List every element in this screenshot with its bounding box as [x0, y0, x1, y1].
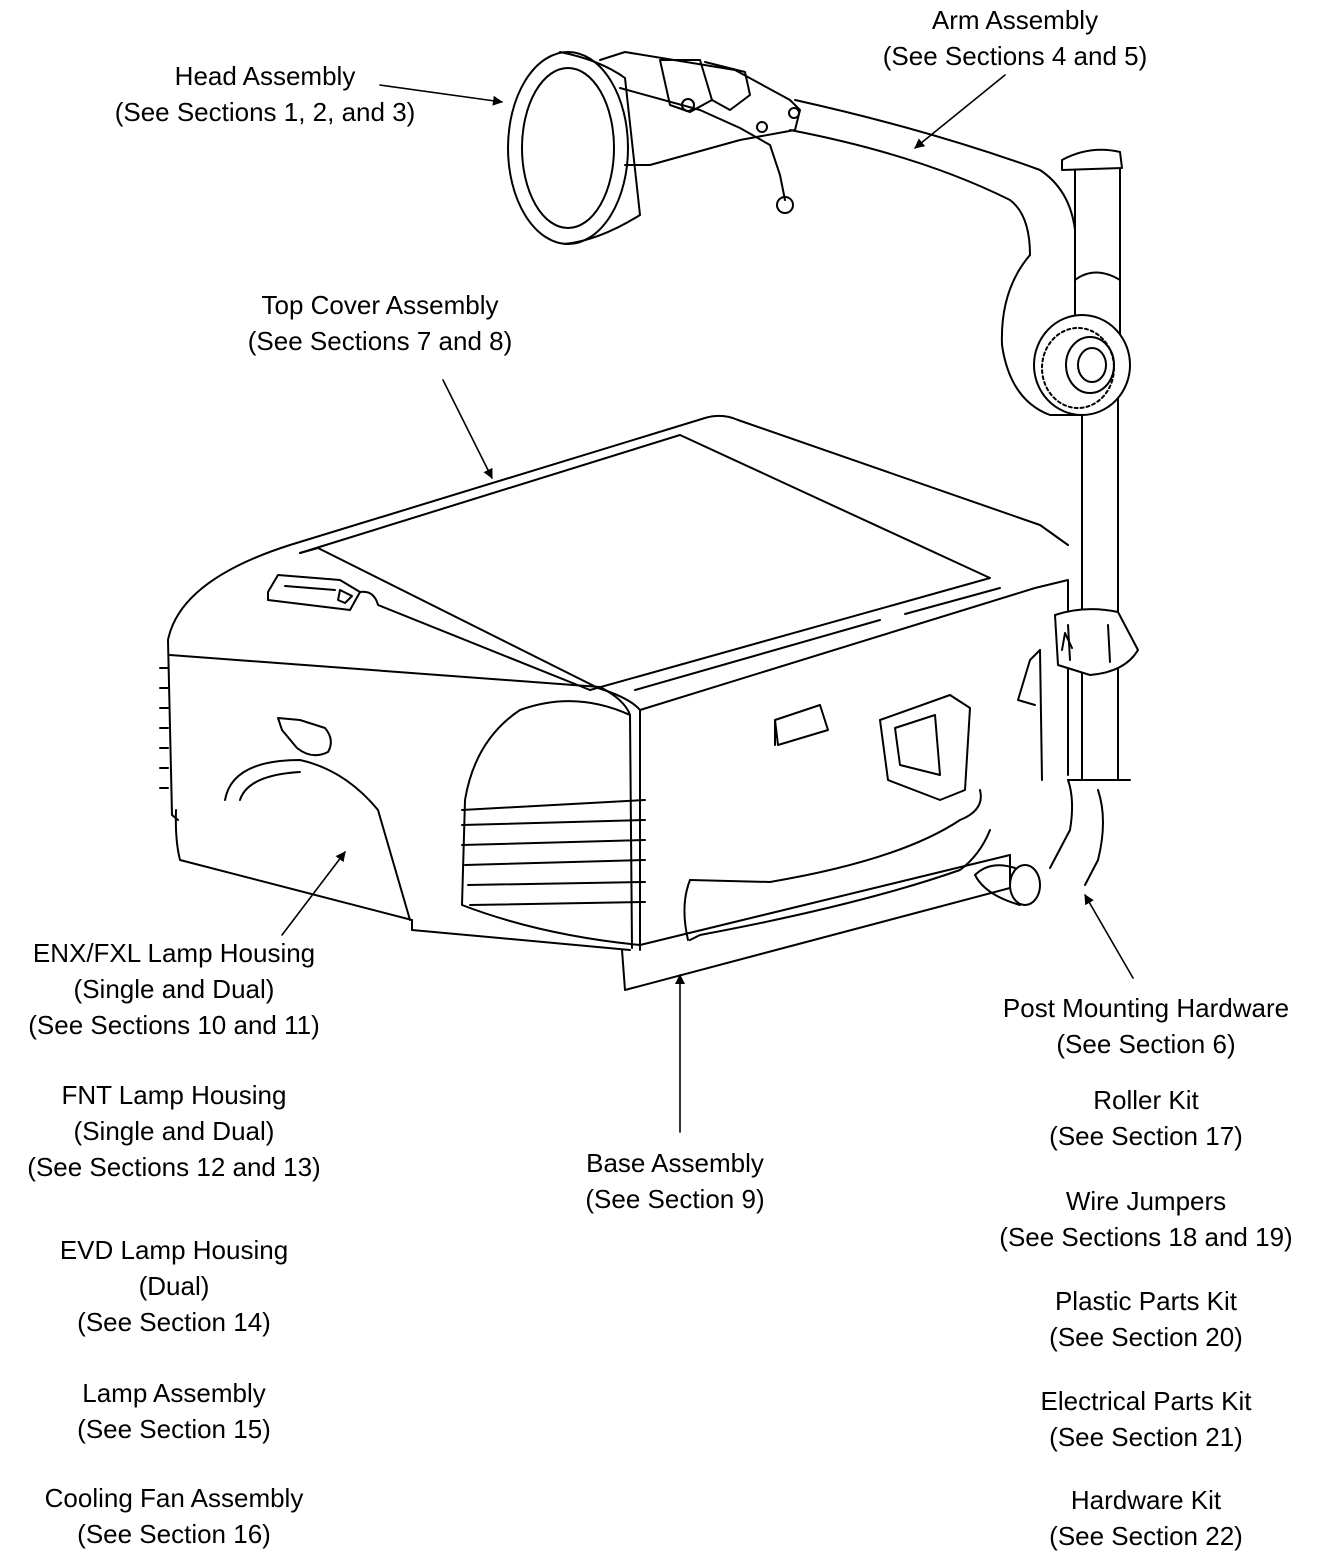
- arm-drawing: [789, 99, 1121, 416]
- callout-fnt-name: FNT Lamp Housing: [61, 1080, 287, 1110]
- callout-arm-name: Arm Assembly: [931, 5, 1099, 35]
- callout-wire-jumpers: Wire Jumpers (See Sections 18 and 19): [960, 1183, 1332, 1255]
- callout-fan-ref: (See Section 16): [77, 1519, 271, 1549]
- callout-evd-ref: (See Section 14): [77, 1307, 271, 1337]
- head-drawing: [507, 51, 801, 245]
- callout-post-name: Post Mounting Hardware: [1002, 993, 1290, 1023]
- post-clamp-drawing: [1017, 608, 1139, 781]
- callout-hardware-kit: Hardware Kit (See Section 22): [960, 1482, 1332, 1554]
- callout-hardware-ref: (See Section 22): [1049, 1521, 1243, 1551]
- callout-top-cover-assembly: Top Cover Assembly (See Sections 7 and 8…: [210, 287, 550, 359]
- callout-lamp-assembly: Lamp Assembly (See Section 15): [0, 1375, 348, 1447]
- callout-head-ref: (See Sections 1, 2, and 3): [114, 97, 416, 127]
- callout-arm-assembly: Arm Assembly (See Sections 4 and 5): [850, 2, 1180, 74]
- callout-base-assembly: Base Assembly (See Section 9): [535, 1145, 815, 1217]
- callout-top-cover-ref: (See Sections 7 and 8): [247, 326, 513, 356]
- callout-fnt-variant: (Single and Dual): [73, 1116, 275, 1146]
- callout-fan-name: Cooling Fan Assembly: [44, 1483, 304, 1513]
- callout-roller-name: Roller Kit: [1093, 1085, 1199, 1115]
- callout-evd-name: EVD Lamp Housing: [59, 1235, 289, 1265]
- callout-roller-kit: Roller Kit (See Section 17): [960, 1082, 1332, 1154]
- callout-evd-lamp-housing: EVD Lamp Housing (Dual) (See Section 14): [0, 1232, 348, 1340]
- callout-post-ref: (See Section 6): [1056, 1029, 1236, 1059]
- callout-fnt-ref: (See Sections 12 and 13): [27, 1152, 321, 1182]
- callout-plastic-parts-kit: Plastic Parts Kit (See Section 20): [960, 1283, 1332, 1355]
- callout-top-cover-name: Top Cover Assembly: [261, 290, 499, 320]
- callout-post-mounting-hardware: Post Mounting Hardware (See Section 6): [960, 990, 1332, 1062]
- callout-enx-fxl-ref: (See Sections 10 and 11): [28, 1010, 320, 1040]
- callout-lamp-name: Lamp Assembly: [82, 1378, 266, 1408]
- callout-enx-fxl-name: ENX/FXL Lamp Housing: [32, 938, 316, 968]
- leader-lamp-housing: [281, 851, 346, 936]
- callout-jumpers-name: Wire Jumpers: [1065, 1186, 1227, 1216]
- callout-cooling-fan-assembly: Cooling Fan Assembly (See Section 16): [0, 1480, 348, 1552]
- leader-post-mounting: [1084, 894, 1134, 979]
- callout-arm-ref: (See Sections 4 and 5): [882, 41, 1148, 71]
- leader-lines: [281, 74, 1134, 1133]
- callout-electrical-parts-kit: Electrical Parts Kit (See Section 21): [960, 1383, 1332, 1455]
- vertical-post: [1061, 148, 1131, 781]
- callout-head-name: Head Assembly: [174, 61, 356, 91]
- leader-arm: [914, 74, 1006, 149]
- callout-jumpers-ref: (See Sections 18 and 19): [999, 1222, 1293, 1252]
- callout-head-assembly: Head Assembly (See Sections 1, 2, and 3): [70, 58, 460, 130]
- callout-plastic-name: Plastic Parts Kit: [1054, 1286, 1238, 1316]
- callout-evd-variant: (Dual): [138, 1271, 210, 1301]
- projector-body-drawing: [159, 414, 1069, 991]
- handle-drawing: [683, 694, 1104, 941]
- leader-head: [379, 84, 503, 106]
- callout-roller-ref: (See Section 17): [1049, 1121, 1243, 1151]
- callout-base-ref: (See Section 9): [585, 1184, 765, 1214]
- callout-base-name: Base Assembly: [586, 1148, 764, 1178]
- callout-enx-fxl-lamp-housing: ENX/FXL Lamp Housing (Single and Dual) (…: [0, 935, 348, 1043]
- callout-electrical-ref: (See Section 21): [1049, 1422, 1243, 1452]
- callout-lamp-ref: (See Section 15): [77, 1414, 271, 1444]
- callout-plastic-ref: (See Section 20): [1049, 1322, 1243, 1352]
- callout-electrical-name: Electrical Parts Kit: [1040, 1386, 1252, 1416]
- callout-enx-fxl-variant: (Single and Dual): [73, 974, 275, 1004]
- callout-hardware-name: Hardware Kit: [1070, 1485, 1222, 1515]
- callout-fnt-lamp-housing: FNT Lamp Housing (Single and Dual) (See …: [0, 1077, 348, 1185]
- leader-top-cover: [442, 379, 493, 479]
- focus-knob-drawing: [1033, 314, 1131, 416]
